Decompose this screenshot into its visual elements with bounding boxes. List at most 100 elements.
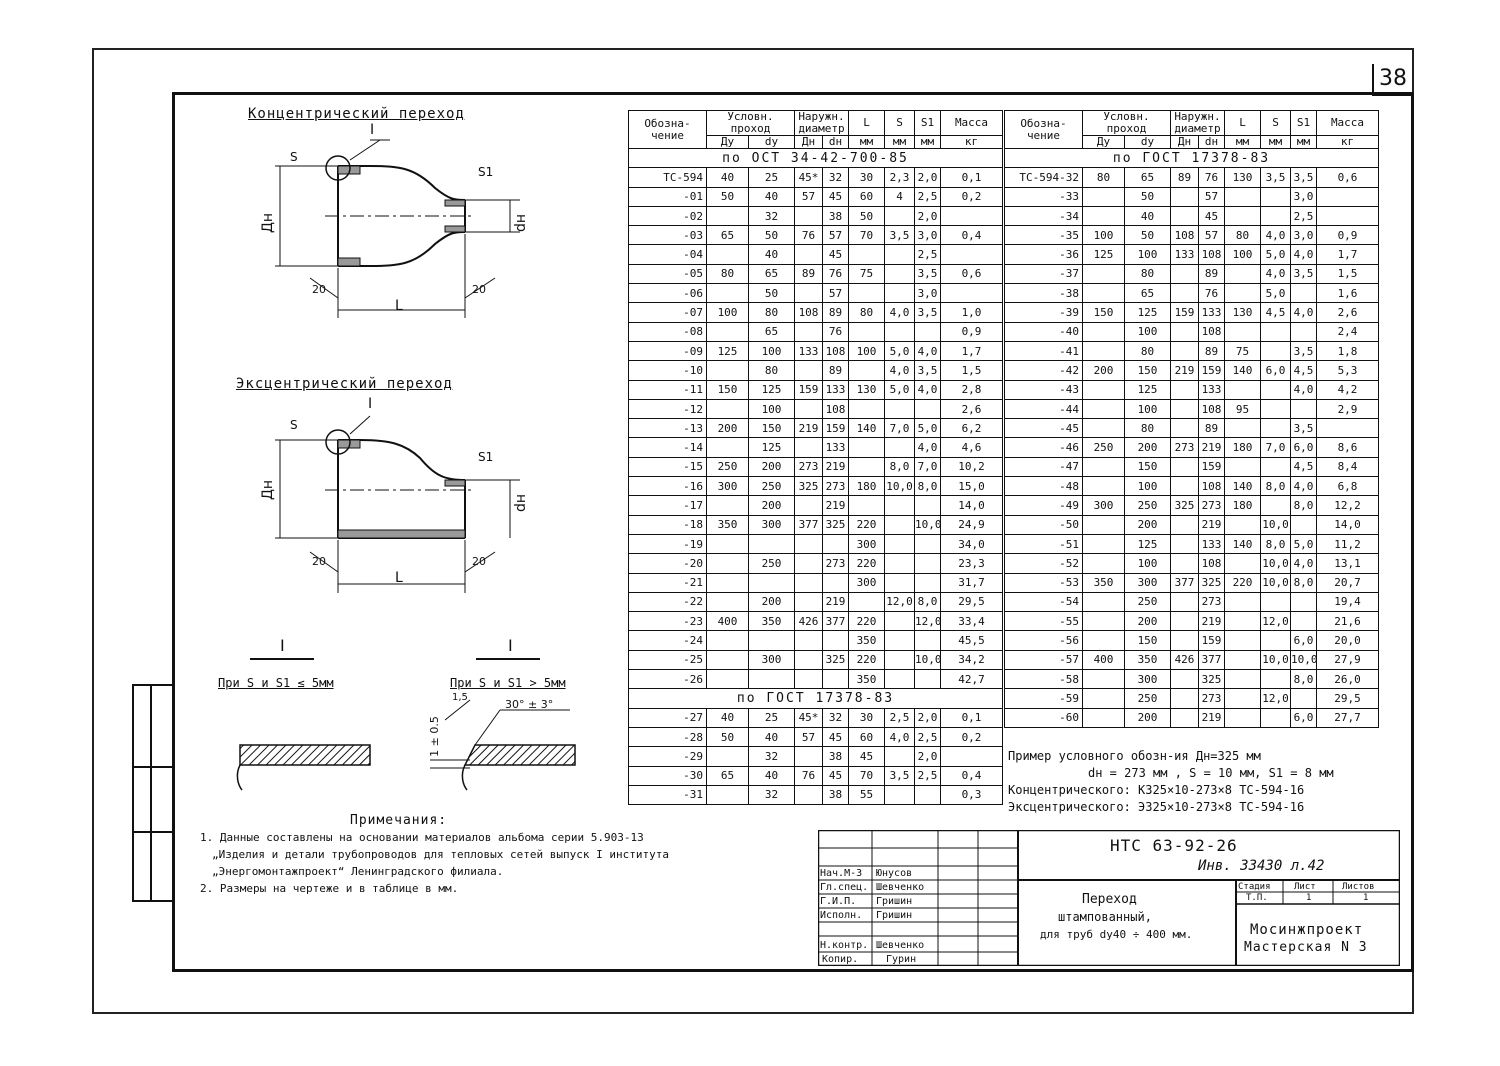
right-cell-d: -37: [1004, 263, 1083, 285]
header-nominal-bore: Условн. проход: [706, 110, 795, 136]
left2-cell-d: -30: [628, 765, 707, 786]
left-section2-title: по ГОСТ 17378-83: [628, 688, 1003, 709]
copied-label: Копир.: [822, 954, 859, 965]
left-cell-Dn: [794, 398, 823, 420]
left-cell-S: 5,0: [884, 340, 915, 362]
stage-value: Т.П.: [1246, 893, 1268, 903]
right-cell-d: -43: [1004, 379, 1083, 400]
right-cell-S: 3,5: [1260, 167, 1291, 188]
left-cell-Dn: [794, 553, 823, 574]
left-cell-dn: 133: [822, 379, 849, 400]
left-cell-S1: [914, 321, 941, 342]
right-cell-d: -46: [1004, 437, 1083, 458]
right-cell-dn: 159: [1198, 456, 1225, 478]
header-dy: dу: [748, 135, 795, 149]
right-cell-Dn: 325: [1170, 495, 1199, 516]
left-cell-dy: 40: [748, 244, 795, 265]
left-cell-d: -26: [628, 669, 707, 690]
right-cell-S1: 5,0: [1290, 533, 1317, 555]
left2-cell-d: -31: [628, 784, 707, 806]
right-cell-L: 130: [1224, 302, 1261, 323]
left-cell-dn: 377: [822, 611, 849, 632]
right-cell-dy: 125: [1124, 379, 1171, 400]
right-cell-dy: 100: [1124, 553, 1171, 574]
left-cell-d: -12: [628, 398, 707, 420]
left-cell-d: -13: [628, 418, 707, 439]
left2-cell-d: -28: [628, 726, 707, 748]
eccentric-title: Эксцентрический переход: [236, 376, 453, 392]
left-cell-S1: 3,5: [914, 360, 941, 381]
right-cell-d: -40: [1004, 321, 1083, 342]
right-cell-S: [1260, 340, 1291, 362]
right-cell-dn: 76: [1198, 283, 1225, 304]
right-cell-d: -41: [1004, 340, 1083, 362]
left2-cell-S1: 2,5: [914, 765, 941, 786]
right-cell-L: [1224, 669, 1261, 690]
right-cell-Dn: 426: [1170, 649, 1199, 671]
right-cell-Dn: 133: [1170, 244, 1199, 265]
left2-cell-m: 0,4: [940, 765, 1003, 786]
left-cell-m: 24,9: [940, 514, 1003, 535]
left-cell-d: -15: [628, 456, 707, 478]
concentric-title: Концентрический переход: [248, 106, 465, 122]
right-cell-L: [1224, 379, 1261, 400]
right-cell-L: [1224, 186, 1261, 207]
right-cell-Dy: [1082, 476, 1125, 497]
left2-cell-S: 2,5: [884, 707, 915, 728]
left-cell-m: 1,7: [940, 340, 1003, 362]
right-cell-S1: 3,0: [1290, 225, 1317, 246]
right-cell-S: [1260, 495, 1291, 516]
left-cell-S: 5,0: [884, 379, 915, 400]
right-cell-S: 12,0: [1260, 688, 1291, 709]
s1-label-1: S1: [478, 165, 494, 179]
right-cell-Dy: 125: [1082, 244, 1125, 265]
right-cell-Dy: 400: [1082, 649, 1125, 671]
left2-cell-dy: 32: [748, 746, 795, 767]
left-cell-d: -23: [628, 611, 707, 632]
left-cell-S1: 2,5: [914, 244, 941, 265]
left2-cell-dy: 40: [748, 726, 795, 748]
header-mass-unit: кг: [940, 135, 1003, 149]
r-header-L-unit: мм: [1224, 135, 1261, 149]
title-block: Нач.М-3 Юнусов Гл.спец. Шевченко Г.И.П. …: [818, 830, 1400, 966]
right-cell-m: 27,9: [1316, 649, 1379, 671]
right-cell-L: 140: [1224, 533, 1261, 555]
right-cell-S1: 6,0: [1290, 707, 1317, 728]
left-cell-L: [848, 244, 885, 265]
role-3-name: Гришин: [876, 896, 913, 907]
left-cell-Dn: 133: [794, 340, 823, 362]
left-cell-S: [884, 611, 915, 632]
left-cell-Dy: 125: [706, 340, 749, 362]
example-line-1: Пример условного обозн-ия Дн=325 мм: [1008, 749, 1261, 763]
left-cell-S1: 2,0: [914, 167, 941, 188]
left-cell-L: [848, 398, 885, 420]
angle-label-1: 20: [312, 283, 326, 296]
left-cell-Dy: 300: [706, 476, 749, 497]
left2-cell-m: 0,1: [940, 707, 1003, 728]
left-cell-S1: 3,5: [914, 302, 941, 323]
right-cell-Dn: 89: [1170, 167, 1199, 188]
right-cell-Dy: 100: [1082, 225, 1125, 246]
right-cell-Dy: [1082, 591, 1125, 613]
left-cell-d: -03: [628, 225, 707, 246]
notes-title: Примечания:: [350, 813, 448, 828]
left-cell-Dy: [706, 283, 749, 304]
left-cell-Dn: [794, 437, 823, 458]
left2-cell-dn: 32: [822, 707, 849, 728]
header-S1-unit: мм: [914, 135, 941, 149]
sheet-value: 1: [1306, 893, 1312, 903]
designation-example: Пример условного обозн-ия Дн=325 мм dн =…: [1008, 748, 1334, 816]
left-cell-dn: 89: [822, 360, 849, 381]
left-cell-S1: 2,5: [914, 186, 941, 207]
left-cell-S: [884, 205, 915, 227]
left-cell-Dn: [794, 572, 823, 593]
left-cell-d: -25: [628, 649, 707, 671]
